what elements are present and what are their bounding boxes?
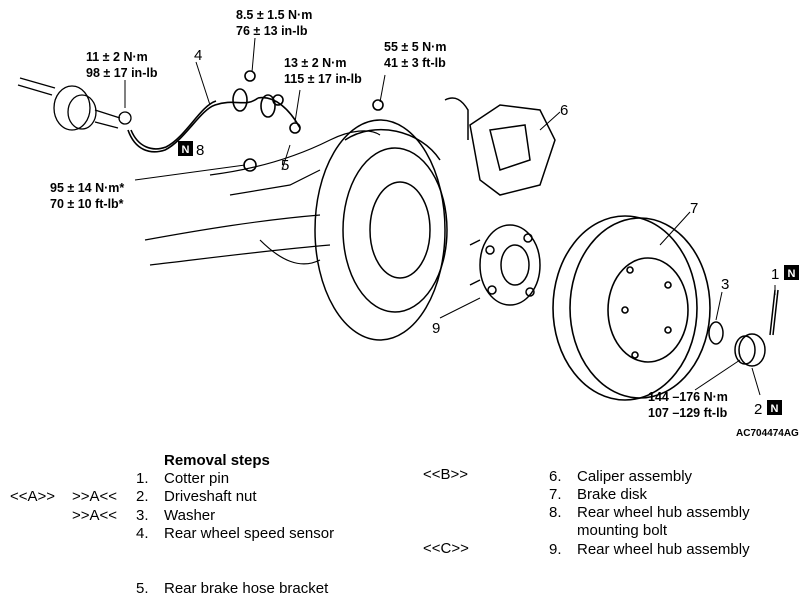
torque-label: 41 ± 3 ft-lb (384, 56, 446, 70)
torque-label: 11 ± 2 N·m (86, 50, 148, 64)
n-mark-2: N (767, 400, 782, 415)
step-text: Rear wheel hub assembly (577, 541, 750, 558)
ref-c: <<C>> (423, 540, 469, 557)
step-number: 3. (136, 507, 149, 524)
torque-label: 144 –176 N·m (648, 390, 728, 404)
torque-label: 76 ± 13 in-lb (236, 24, 308, 38)
step-text: Driveshaft nut (164, 488, 257, 505)
driveshaft-illustration (17, 77, 132, 131)
callout-6: 6 (560, 102, 568, 119)
torque-label: 95 ± 14 N·m* (50, 181, 124, 195)
ref-a-left: <<A>> (10, 488, 56, 505)
step-number: 4. (136, 525, 149, 542)
step-number: 9. (549, 541, 562, 558)
ref-a-step2: >>A<< (72, 488, 118, 505)
callout-9: 9 (432, 320, 440, 337)
speed-sensor-cable (127, 70, 384, 172)
leader-lines (124, 37, 776, 396)
svg-text:N: N (771, 403, 779, 415)
callout-2: 2 (754, 401, 762, 418)
callout-4: 4 (194, 47, 202, 64)
figure-code: AC704474AG (736, 428, 799, 439)
torque-label: 107 –129 ft-lb (648, 406, 728, 420)
torque-label: 8.5 ± 1.5 N·m (236, 8, 312, 22)
step-text: Caliper assembly (577, 468, 693, 485)
ref-a-step3: >>A<< (72, 507, 118, 524)
torque-label: 55 ± 5 N·m (384, 40, 446, 54)
legend-header: Removal steps (164, 452, 270, 469)
step-number: 7. (549, 486, 562, 503)
knuckle-illustration (144, 130, 381, 266)
caliper-illustration (444, 97, 556, 196)
step-text: Washer (164, 507, 216, 524)
brake-disk-illustration (552, 215, 711, 401)
torque-label: 13 ± 2 N·m (284, 56, 346, 70)
step-text: Cotter pin (164, 470, 230, 487)
svg-text:N: N (788, 268, 796, 280)
step-number: 5. (136, 580, 149, 597)
callout-1: 1 (771, 266, 779, 283)
exploded-view-diagram: 8.5 ± 1.5 N·m 76 ± 13 in-lb 11 ± 2 N·m 9… (17, 8, 799, 439)
step-number: 2. (136, 488, 149, 505)
torque-label: 98 ± 17 in-lb (86, 66, 158, 80)
svg-text:N: N (182, 144, 190, 156)
callout-7: 7 (690, 200, 698, 217)
fastener-illustrations (708, 289, 779, 367)
step-text: Rear brake hose bracket (164, 580, 329, 597)
callout-3: 3 (721, 276, 729, 293)
step-text-continued: mounting bolt (577, 522, 668, 539)
n-mark-8: N (178, 141, 193, 156)
backing-plate (314, 119, 448, 341)
step-number: 8. (549, 504, 562, 521)
torque-label: 115 ± 17 in-lb (284, 72, 362, 86)
callout-8: 8 (196, 142, 204, 159)
torque-label: 70 ± 10 ft-lb* (50, 197, 124, 211)
callout-5: 5 (281, 157, 289, 174)
step-text: Rear wheel speed sensor (164, 525, 335, 542)
hub-illustration (469, 224, 541, 306)
ref-b: <<B>> (423, 466, 469, 483)
step-number: 6. (549, 468, 562, 485)
n-mark-1: N (784, 265, 799, 280)
step-text: Brake disk (577, 486, 648, 503)
step-text: Rear wheel hub assembly (577, 504, 750, 521)
step-number: 1. (136, 470, 149, 487)
